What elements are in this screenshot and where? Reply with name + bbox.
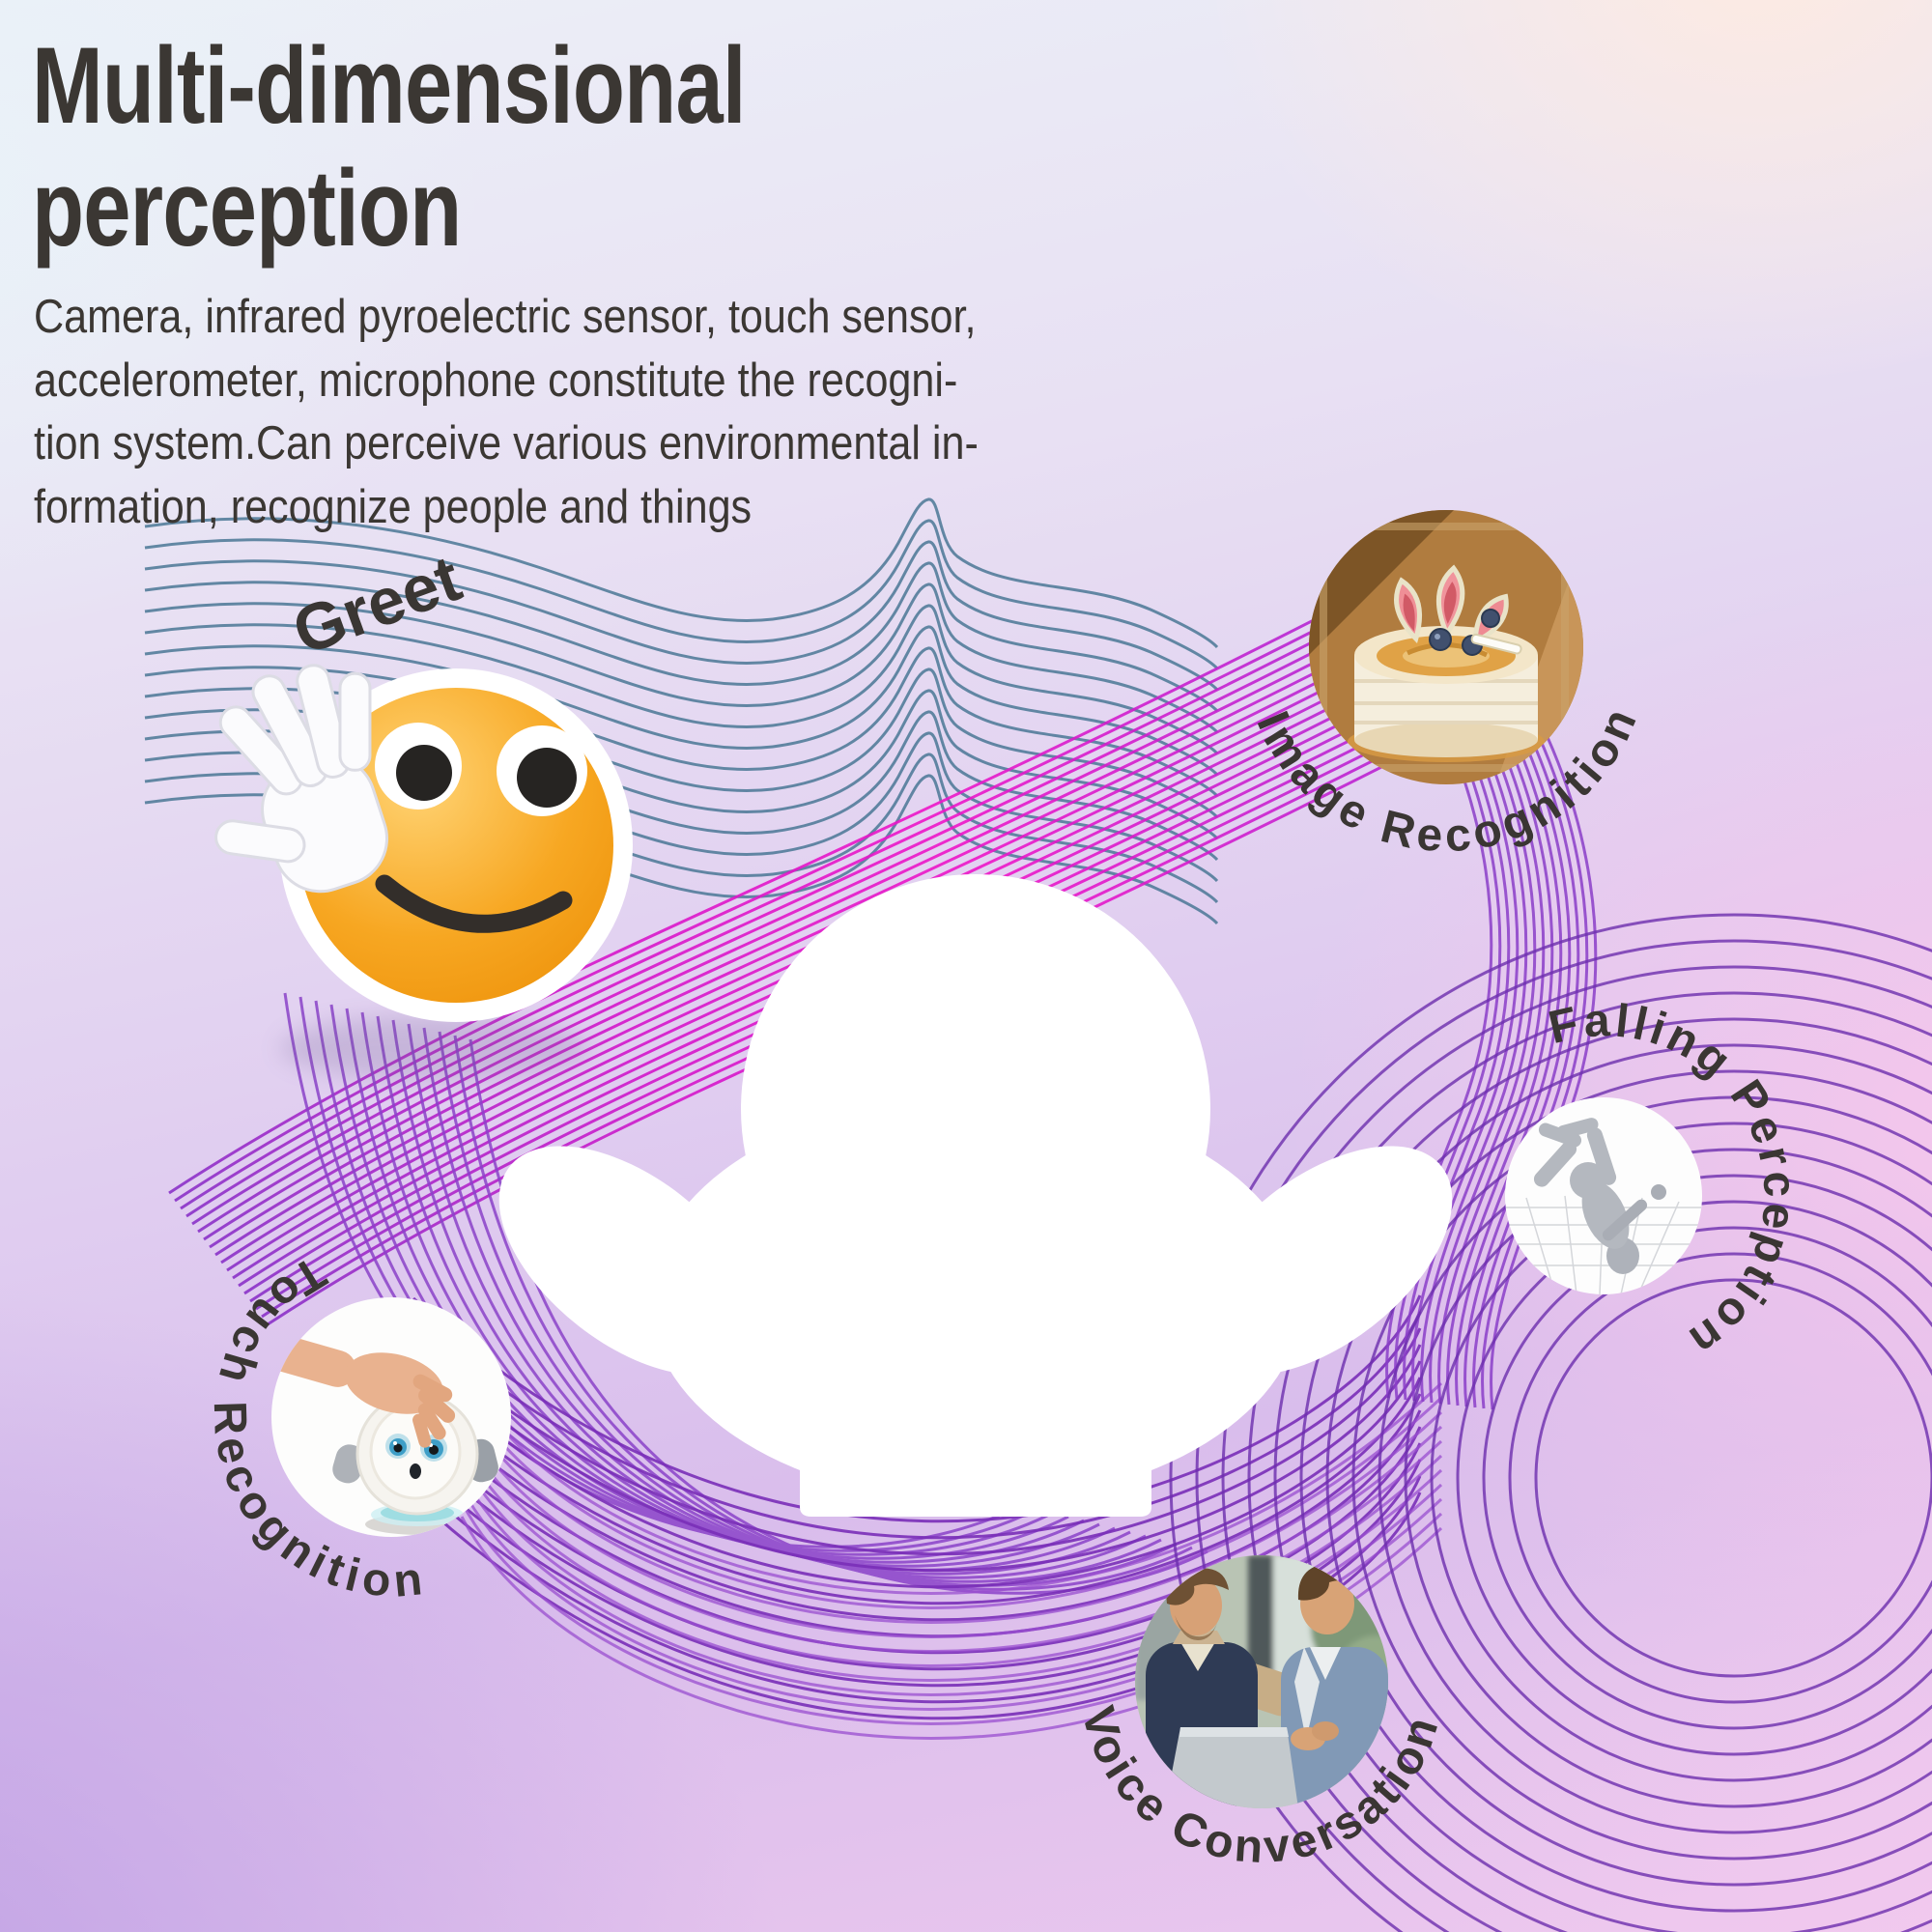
- page-title: Multi-dimensional perception: [32, 25, 746, 270]
- greet-label: Greet: [284, 541, 470, 668]
- touch-recognition-photo: [271, 1297, 511, 1537]
- robot-silhouette: [498, 874, 1453, 1517]
- description-line: tion system.Can perceive various environ…: [34, 417, 979, 470]
- title-line: Multi-dimensional: [32, 25, 746, 146]
- waving-hand-icon: [214, 664, 388, 894]
- description-line: Camera, infrared pyroelectric sensor, to…: [34, 291, 977, 343]
- falling-perception-photo: [1505, 1097, 1702, 1294]
- falling-mannequin-icon: [1533, 1118, 1666, 1274]
- waving-hand-smiley-emoji-icon: [214, 664, 633, 1081]
- description-line: formation, recognize people and things: [34, 480, 753, 533]
- page-description: Camera, infrared pyroelectric sensor, to…: [34, 286, 979, 540]
- petting-hand-icon: [271, 1325, 456, 1448]
- ripple-circles: [1169, 913, 1932, 1932]
- description-line: accelerometer, microphone constitute the…: [34, 354, 958, 407]
- title-line: perception: [32, 147, 462, 269]
- image-recognition-photo: [1309, 510, 1583, 784]
